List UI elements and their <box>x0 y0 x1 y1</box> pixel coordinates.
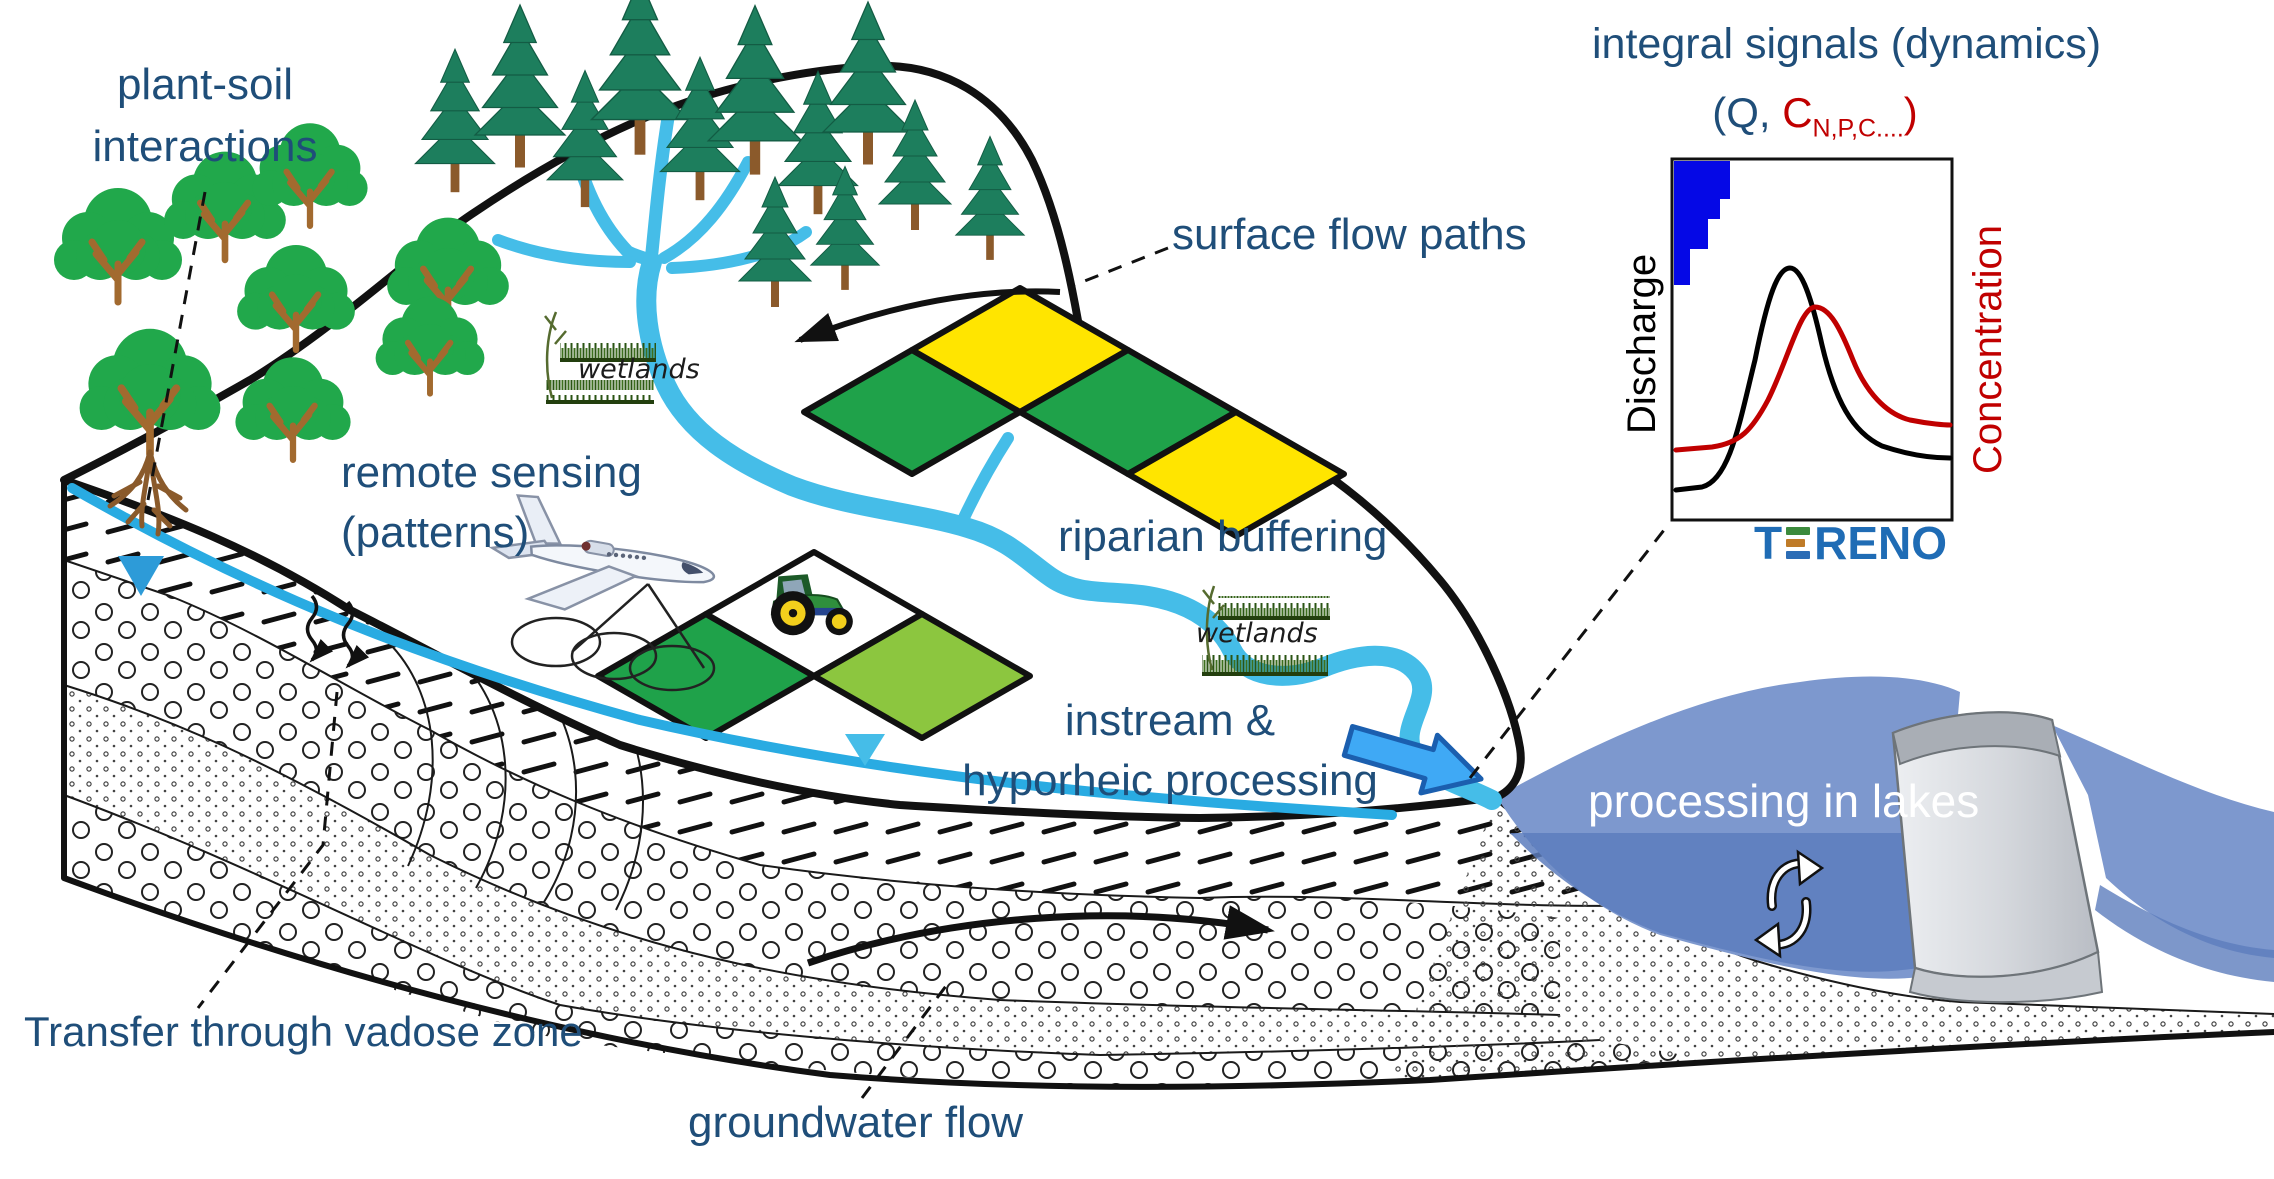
dam-icon <box>1891 711 2104 1004</box>
surface-flow-arrow-icon <box>794 288 1061 343</box>
leader-plant-soil <box>146 191 207 501</box>
wetland-icon-lower <box>1202 585 1330 676</box>
leader-groundwater <box>860 977 954 1099</box>
infiltration-arrows-icon <box>305 594 370 669</box>
root-tree <box>80 329 221 537</box>
lake-spill-dark <box>2095 885 2274 982</box>
leader-surface-flow <box>1071 246 1169 288</box>
outlet-arrow-icon <box>1341 723 1484 796</box>
airplane-icon <box>488 494 716 611</box>
leader-vadose <box>196 691 339 1009</box>
layer-boundaries <box>63 559 1661 1057</box>
lake-mixing-icon <box>1753 849 1825 959</box>
stream-network <box>492 111 1502 810</box>
leader-lines <box>146 191 1670 1099</box>
label-instream-line1: instream & <box>1064 696 1276 745</box>
gravel-layer-upper <box>64 560 1560 1015</box>
lake-dark-band <box>1510 833 1945 972</box>
inset-subtitle-close: ) <box>1903 89 1918 136</box>
groundwater-flow-arrow-icon <box>806 905 1275 967</box>
tree-roots-icon <box>107 449 189 537</box>
crop-field-upper <box>801 285 1347 539</box>
tereno-logo: T RENO <box>1754 520 1947 566</box>
precip-bars <box>1674 161 1730 285</box>
inset-chart <box>1670 157 1954 522</box>
inset-axis-discharge: Discharge <box>1620 253 1664 434</box>
water-table-marker-icon <box>118 556 164 596</box>
label-processing-in-lakes: processing in lakes <box>1588 775 1980 827</box>
inset-title: integral signals (dynamics) <box>1592 20 2102 68</box>
wetland-icon-upper <box>544 311 656 404</box>
sensor-footprint-ellipses <box>510 583 716 692</box>
tereno-logo-rest: RENO <box>1814 517 1948 569</box>
concentration-curve <box>1673 304 1953 453</box>
label-wetlands-upper: wetlands <box>578 354 700 385</box>
label-vadose-zone: Transfer through vadose zone <box>24 1008 583 1055</box>
inset-subtitle-c: C <box>1782 89 1813 136</box>
label-instream-line2: hyporheic processing <box>962 756 1378 805</box>
inset-subtitle: (Q, CN,P,C....) <box>1650 92 1980 141</box>
inset-axis-concentration: Concentration <box>1966 224 2010 474</box>
label-groundwater-flow: groundwater flow <box>688 1098 1024 1147</box>
tereno-logo-t: T <box>1754 517 1783 569</box>
water-table-line <box>67 483 1397 820</box>
block-bottom-edge <box>61 875 2274 1090</box>
label-remote-sensing-line2: (patterns) <box>341 508 530 557</box>
label-plant-soil-line1: plant-soil <box>116 60 294 109</box>
leader-inset <box>1468 524 1670 779</box>
tereno-e-icon <box>1786 527 1811 559</box>
label-remote-sensing-line1: remote sensing <box>341 448 642 497</box>
label-surface-flow-paths: surface flow paths <box>1172 210 1527 259</box>
water-table-marker-small-icon <box>845 734 885 766</box>
lake-and-dam <box>1497 676 2274 1004</box>
sediment-wedge <box>1390 800 2274 1080</box>
subsurface-cross-section <box>61 480 2274 1090</box>
discharge-curve <box>1673 265 1953 493</box>
inset-subtitle-q: (Q, <box>1712 89 1783 136</box>
lake-spill-water <box>2052 725 2274 958</box>
label-plant-soil-line2: interactions <box>92 122 318 171</box>
tractor-icon <box>770 574 853 636</box>
main-stream <box>636 252 1502 810</box>
label-wetlands-lower: wetlands <box>1196 618 1318 649</box>
label-riparian-buffering: riparian buffering <box>1058 512 1388 561</box>
inset-subtitle-sub: N,P,C.... <box>1812 114 1904 143</box>
